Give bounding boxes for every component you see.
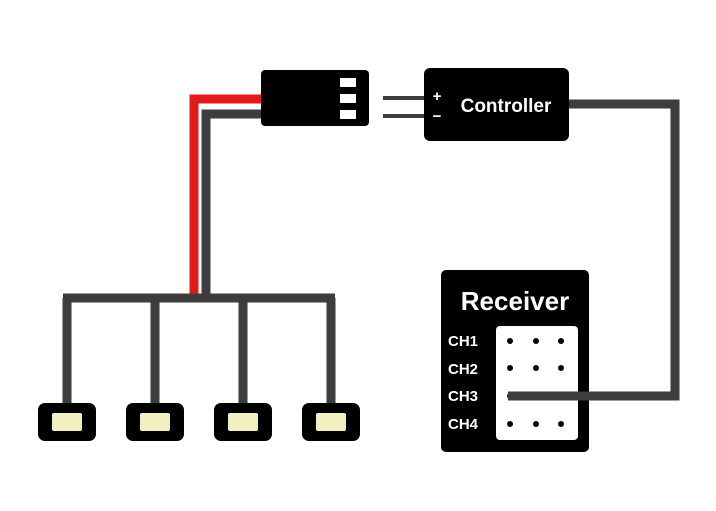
receiver-title: Receiver — [461, 286, 569, 316]
channel-label-4: CH4 — [448, 416, 479, 433]
receiver-pin-panel — [496, 326, 578, 440]
led-3 — [214, 403, 272, 441]
channel-label-1: CH1 — [448, 333, 478, 350]
controller-label: Controller — [461, 96, 552, 117]
connector-pin-1 — [340, 78, 356, 87]
controller: + − Controller — [424, 68, 569, 141]
connector-wires — [189, 94, 263, 300]
controller-leads — [383, 96, 426, 118]
positive-wire — [189, 94, 263, 300]
led-4 — [302, 403, 360, 441]
channel-label-2: CH2 — [448, 361, 478, 378]
controller-plus-label: + — [433, 88, 442, 105]
connector-plug — [261, 70, 369, 126]
connector-pin-3 — [340, 110, 356, 119]
connector-pin-2 — [340, 94, 356, 103]
led-2 — [126, 403, 184, 441]
negative-wire — [201, 109, 263, 300]
led-bus — [62, 293, 336, 405]
channel-label-3: CH3 — [448, 388, 478, 405]
receiver: Receiver CH1 CH2 CH3 CH4 — [441, 270, 589, 452]
led-1 — [38, 403, 96, 441]
controller-minus-label: − — [433, 108, 442, 125]
